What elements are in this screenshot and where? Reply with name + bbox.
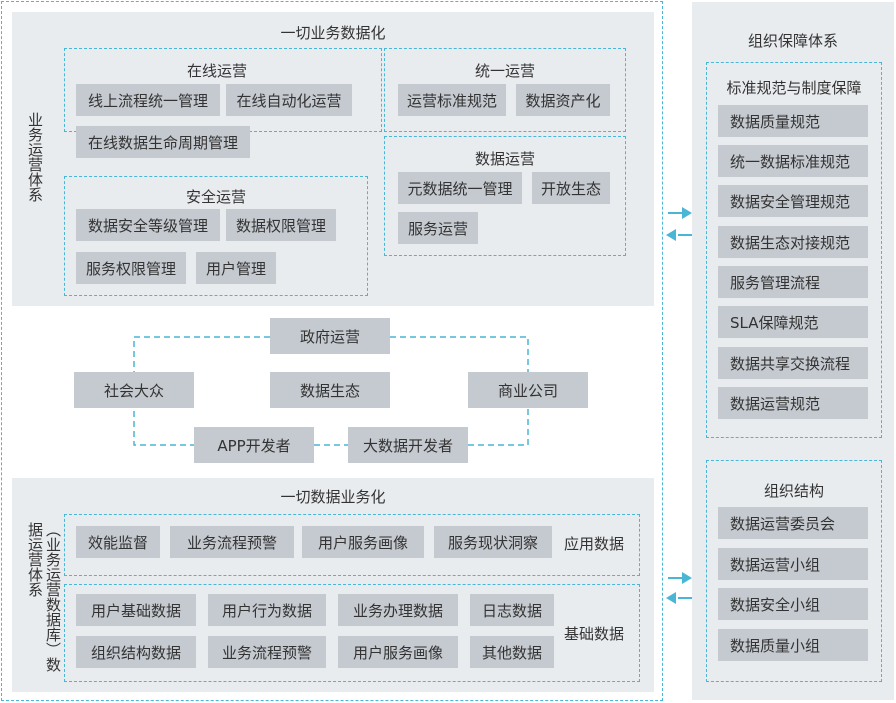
base-data-item: 用户基础数据	[76, 594, 196, 626]
base-data-item: 业务办理数据	[338, 594, 458, 626]
app-data-label: 应用数据	[564, 535, 625, 553]
base-data-item: 用户行为数据	[208, 594, 326, 626]
standards-title: 标准规范与制度保障	[726, 79, 862, 97]
data-side-label: （业务运营数据库）数据运营体系	[18, 522, 62, 682]
online-item: 在线数据生命周期管理	[76, 126, 250, 158]
org-structure-title: 组织结构	[763, 482, 824, 500]
guarantee-title: 组织保障体系	[747, 32, 838, 50]
online-ops-title: 在线运营	[186, 62, 247, 80]
unified-ops-box	[384, 48, 626, 132]
base-data-label: 基础数据	[564, 625, 625, 643]
business-title: 一切业务数据化	[280, 24, 386, 42]
standards-item: 数据生态对接规范	[718, 226, 868, 258]
unified-item: 运营标准规范	[398, 84, 506, 116]
app-data-item: 用户服务画像	[302, 526, 424, 558]
org-structure-box	[706, 460, 882, 682]
standards-item: SLA保障规范	[718, 306, 868, 338]
standards-item: 数据运营规范	[718, 387, 868, 419]
standards-box	[706, 62, 882, 438]
eco-item-business: 商业公司	[468, 372, 588, 408]
left-system-frame	[1, 1, 663, 701]
base-data-box	[64, 584, 640, 682]
security-item: 用户管理	[196, 252, 276, 284]
online-item: 线上流程统一管理	[76, 84, 220, 116]
standards-item: 统一数据标准规范	[718, 145, 868, 177]
standards-item: 数据质量规范	[718, 105, 868, 137]
app-data-box	[64, 514, 640, 576]
base-data-item: 日志数据	[470, 594, 554, 626]
org-item: 数据安全小组	[718, 588, 868, 620]
org-item: 数据运营委员会	[718, 507, 868, 539]
data-title: 一切数据业务化	[280, 488, 386, 506]
security-item: 服务权限管理	[76, 252, 186, 284]
base-data-item: 组织结构数据	[76, 636, 196, 668]
org-item: 数据运营小组	[718, 548, 868, 580]
app-data-item: 服务现状洞察	[434, 526, 552, 558]
data-ops-item: 元数据统一管理	[398, 172, 522, 204]
data-ops-title: 数据运营	[474, 150, 535, 168]
eco-item-public: 社会大众	[74, 372, 194, 408]
data-ops-item: 服务运营	[398, 212, 478, 244]
base-data-item: 其他数据	[470, 636, 554, 668]
eco-item-app-dev: APP开发者	[194, 427, 314, 463]
security-ops-box	[64, 176, 368, 296]
eco-item-bigdata-dev: 大数据开发者	[348, 427, 468, 463]
data-ops-box	[384, 136, 626, 256]
app-data-item: 业务流程预警	[170, 526, 294, 558]
security-item: 数据安全等级管理	[76, 209, 220, 241]
standards-item: 数据共享交换流程	[718, 347, 868, 379]
standards-item: 服务管理流程	[718, 266, 868, 298]
eco-item-gov: 政府运营	[270, 318, 390, 354]
standards-item: 数据安全管理规范	[718, 185, 868, 217]
unified-item: 数据资产化	[516, 84, 610, 116]
data-ops-item: 开放生态	[532, 172, 610, 204]
security-item: 数据权限管理	[226, 209, 336, 241]
security-ops-title: 安全运营	[185, 188, 246, 206]
base-data-item: 业务流程预警	[208, 636, 326, 668]
data-side-label-text: （业务运营数据库）数据运营体系	[26, 522, 62, 672]
app-data-item: 效能监督	[76, 526, 160, 558]
base-data-item: 用户服务画像	[338, 636, 458, 668]
unified-ops-title: 统一运营	[474, 62, 535, 80]
eco-item-ecology: 数据生态	[270, 372, 390, 408]
online-item: 在线自动化运营	[226, 84, 352, 116]
org-item: 数据质量小组	[718, 629, 868, 661]
business-side-label: 业务运营体系	[26, 112, 44, 202]
